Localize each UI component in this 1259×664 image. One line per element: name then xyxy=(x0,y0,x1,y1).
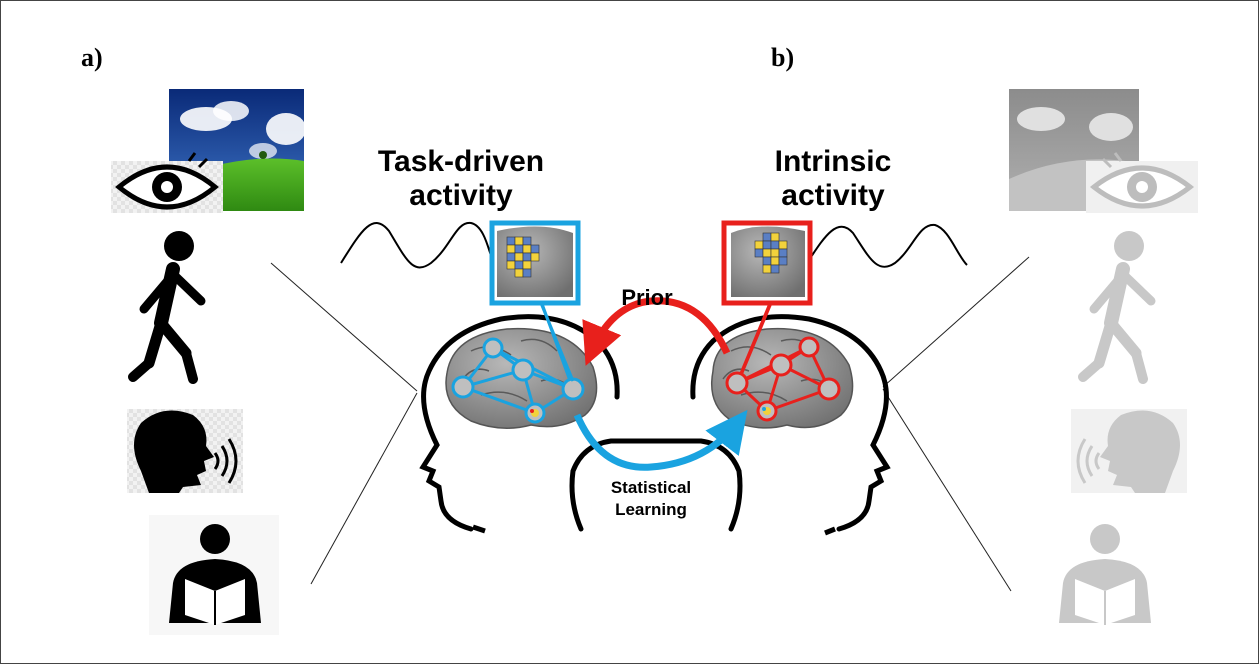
intrinsic-inset-connector xyxy=(739,302,773,376)
neck-line-right xyxy=(824,526,836,536)
funnel-lines-right xyxy=(882,256,1030,592)
prior-arrow xyxy=(582,297,731,366)
eye-icon-faded xyxy=(1086,152,1198,213)
intrinsic-wave xyxy=(806,223,968,268)
reading-person-icon xyxy=(149,515,279,635)
panel-label-a: a) xyxy=(81,43,103,72)
task-hotspot xyxy=(530,409,539,417)
intrinsic-inset-box xyxy=(721,220,813,306)
statistical-learning-label: Statistical Learning xyxy=(581,477,721,521)
intrinsic-title: Intrinsic activity xyxy=(743,145,923,213)
task-activation-grid xyxy=(506,236,540,278)
eye-icon xyxy=(111,152,223,213)
reading-person-icon-faded xyxy=(1059,524,1151,625)
task-inset-box xyxy=(489,220,581,306)
head-silhouette-right xyxy=(690,314,891,532)
statistical-learning-line1: Statistical xyxy=(610,478,692,497)
task-driven-title-line1: Task-driven xyxy=(377,145,545,178)
task-driven-title: Task-driven activity xyxy=(361,145,561,213)
prior-label: Prior xyxy=(621,285,673,310)
intrinsic-title-line2: activity xyxy=(781,179,885,212)
intrinsic-title-line1: Intrinsic xyxy=(774,145,892,178)
panel-label-b: b) xyxy=(771,43,795,72)
speaking-head-icon xyxy=(127,409,243,493)
speaking-head-icon-faded xyxy=(1071,409,1187,493)
task-inset-connector xyxy=(539,302,575,382)
shoulder-line-center xyxy=(569,438,743,532)
walking-person-icon-faded xyxy=(1078,231,1156,384)
funnel-lines-left xyxy=(270,262,418,585)
statistical-learning-line2: Learning xyxy=(615,500,687,519)
neck-line-left xyxy=(472,524,486,534)
task-driven-title-line2: activity xyxy=(409,179,513,212)
intrinsic-activation-grid xyxy=(754,232,788,274)
task-wave xyxy=(340,221,494,269)
intrinsic-hotspot xyxy=(762,407,771,415)
statistical-learning-arrow xyxy=(573,409,748,471)
walking-person-icon xyxy=(128,231,206,384)
intrinsic-network xyxy=(725,300,841,422)
